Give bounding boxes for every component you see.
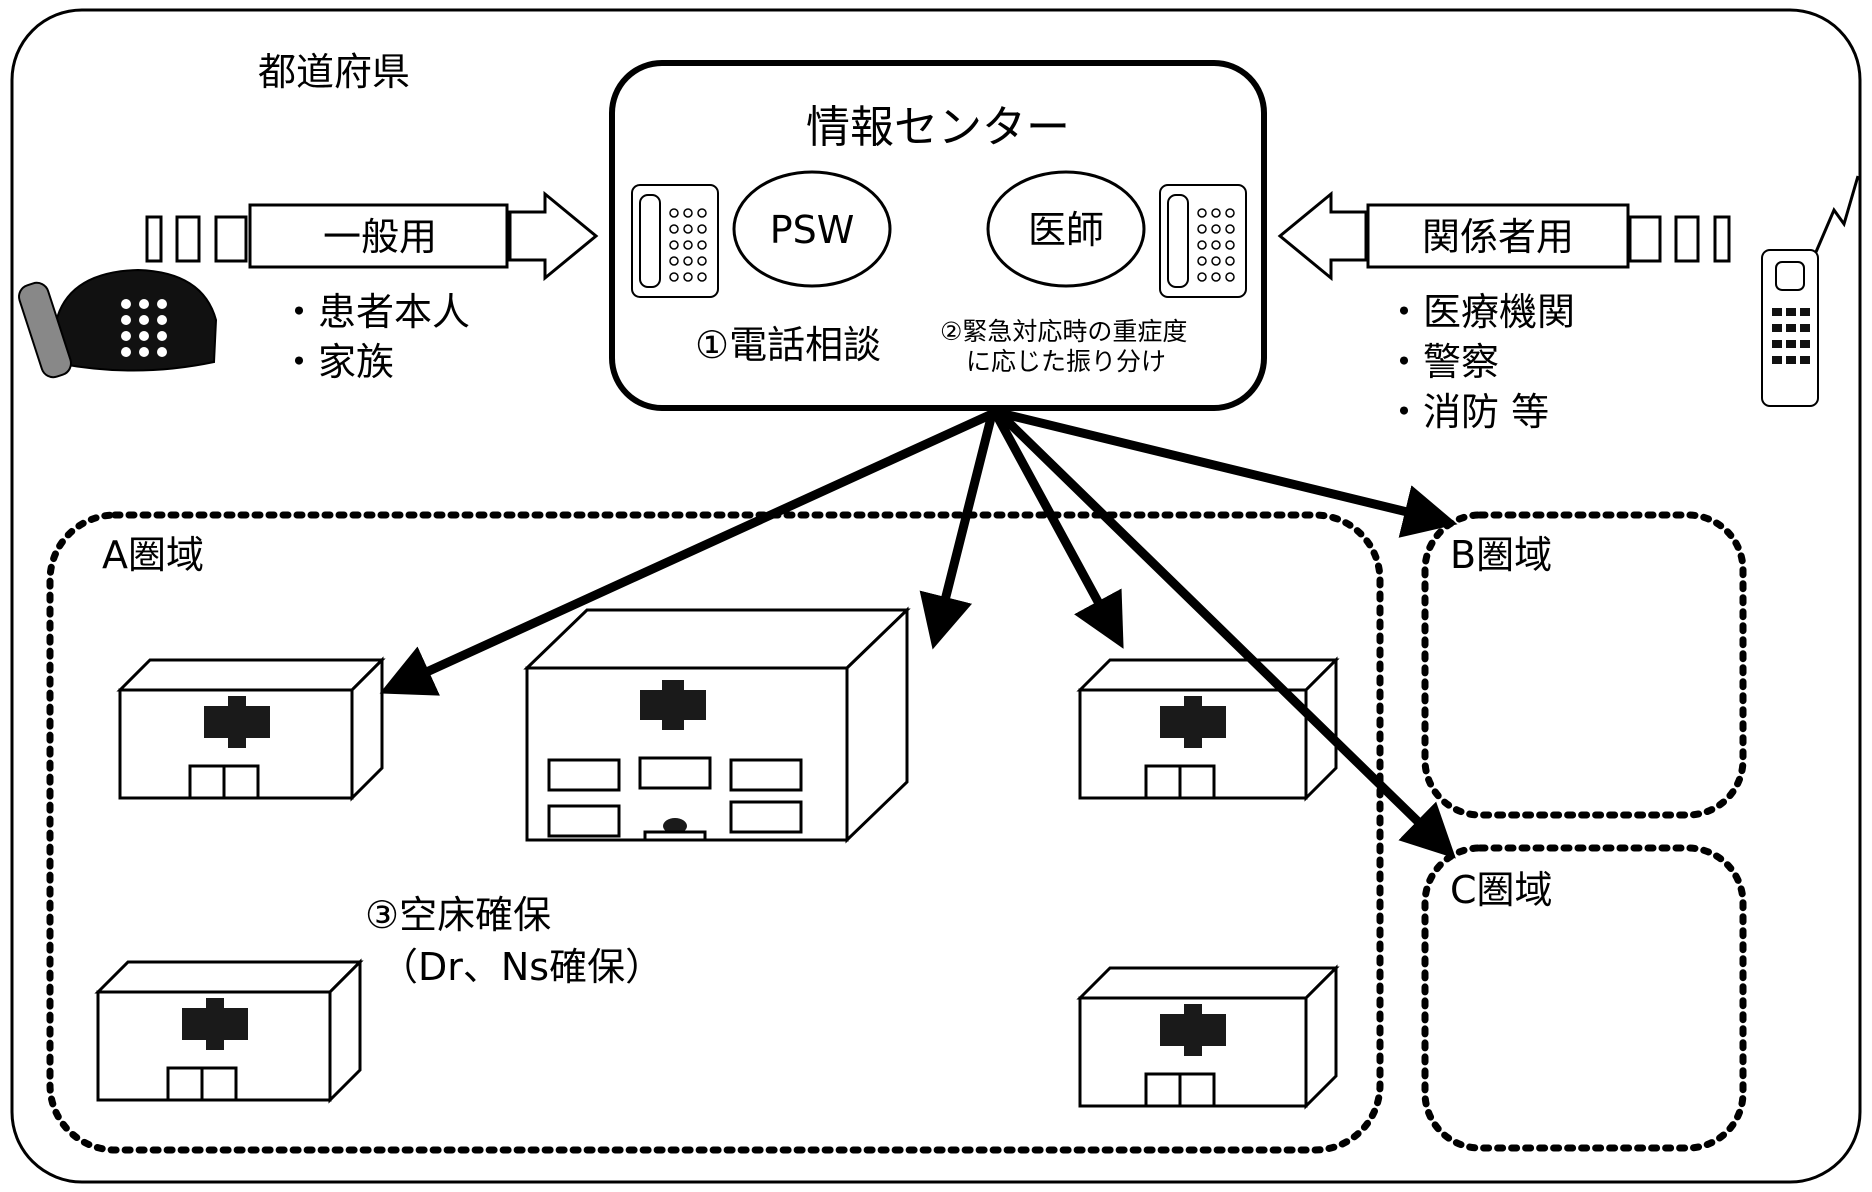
doctor-ellipse (986, 170, 1146, 288)
signal-bar (1674, 215, 1700, 263)
related-item-fire: ・消防 等 (1385, 390, 1549, 434)
role-2-line2: に応じた振り分け (966, 347, 1166, 376)
role-2-line1: ②緊急対応時の重症度 (940, 317, 1187, 346)
area-c-boundary (1421, 844, 1747, 1152)
signal-bar (1713, 215, 1731, 263)
role-1-label: ①電話相談 (695, 323, 881, 367)
prefecture-label: 都道府県 (258, 50, 410, 94)
related-item-medical: ・医療機関 (1385, 290, 1575, 334)
info-center: 情報センター PSW 医師 (609, 60, 1267, 411)
signal-bar (145, 215, 163, 263)
dispatch-arrows (379, 409, 1458, 859)
psw-label: PSW (770, 208, 855, 252)
dispatch-arrow-a1 (379, 409, 997, 696)
mobile-phone-icon (1761, 175, 1860, 407)
home-phone-icon (18, 268, 218, 379)
related-line-box (1366, 203, 1630, 269)
dispatch-arrow-a3 (991, 409, 1124, 649)
area-b-label: B圏域 (1450, 533, 1552, 577)
left-arrow-icon (1277, 190, 1368, 282)
general-line: 一般用 ・患者本人 ・家族 (145, 190, 599, 384)
related-line: 関係者用 ・医療機関 ・警察 ・消防 等 (1277, 190, 1731, 434)
signal-bar (175, 215, 201, 263)
area-a-label: A圏域 (102, 533, 204, 577)
dispatch-arrow-c (995, 409, 1456, 859)
doctor-label: 医師 (1028, 208, 1104, 252)
area-a-boundary (46, 511, 1384, 1154)
psw-ellipse (732, 170, 892, 288)
related-item-police: ・警察 (1385, 340, 1499, 384)
area-b-boundary (1421, 511, 1747, 819)
desk-phone-icon (631, 184, 719, 298)
info-center-box (609, 60, 1267, 411)
general-item-patient: ・患者本人 (280, 290, 470, 334)
general-item-family: ・家族 (280, 340, 394, 384)
dispatch-arrow-b (999, 409, 1458, 538)
general-line-label: 一般用 (323, 215, 437, 259)
hospital-building-icon (116, 656, 386, 802)
area-c-label: C圏域 (1450, 868, 1553, 912)
right-arrow-icon (508, 190, 599, 282)
hospital-building-icon (1076, 656, 1340, 802)
info-center-title: 情報センター (806, 102, 1070, 153)
desk-phone-icon (1159, 184, 1247, 298)
general-line-box (248, 203, 509, 269)
signal-bar (1628, 215, 1662, 263)
related-line-label: 関係者用 (1422, 215, 1574, 259)
hospital-building-icon (94, 958, 364, 1104)
large-hospital-building-icon (523, 606, 911, 844)
dispatch-arrow-a2 (919, 409, 997, 650)
hospital-building-icon (1076, 964, 1340, 1110)
bed-note-line1: ③空床確保 (365, 893, 551, 937)
signal-bar (214, 215, 248, 263)
bed-note-line2: （Dr、Ns確保） (380, 945, 663, 989)
prefecture-frame (10, 8, 1862, 1184)
